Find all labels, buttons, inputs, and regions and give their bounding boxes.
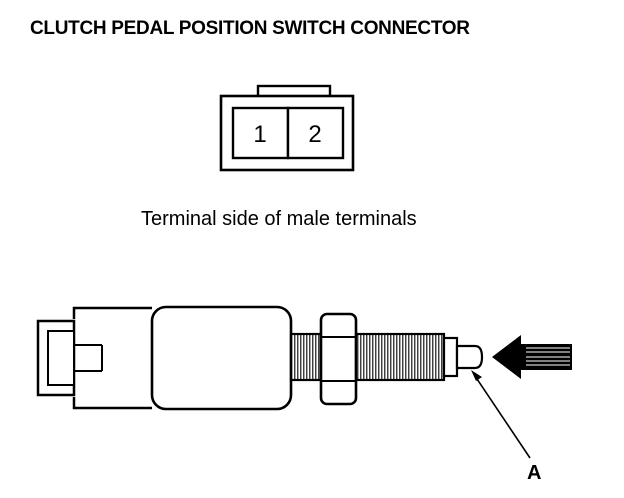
diagram-title: CLUTCH PEDAL POSITION SWITCH CONNECTOR: [30, 18, 470, 39]
lock-nut: [319, 312, 358, 406]
thread-left: [289, 332, 323, 382]
connector-caption: Terminal side of male terminals: [141, 208, 417, 230]
terminal-2-label: 2: [308, 121, 321, 148]
switch-side-view: [36, 305, 484, 411]
callout-a-label: A: [527, 462, 542, 484]
thread-right: [354, 332, 446, 382]
press-direction-arrow: [492, 335, 572, 379]
switch-body: [150, 305, 293, 411]
switch-connector-plug: [36, 306, 152, 410]
callout-a-leader: [471, 370, 531, 459]
terminal-1-label: 1: [253, 121, 266, 148]
plunger: [455, 344, 484, 370]
terminal-cavity-2: [286, 106, 345, 160]
connector-face: 1 2: [219, 84, 355, 172]
plunger-collar: [442, 336, 459, 378]
